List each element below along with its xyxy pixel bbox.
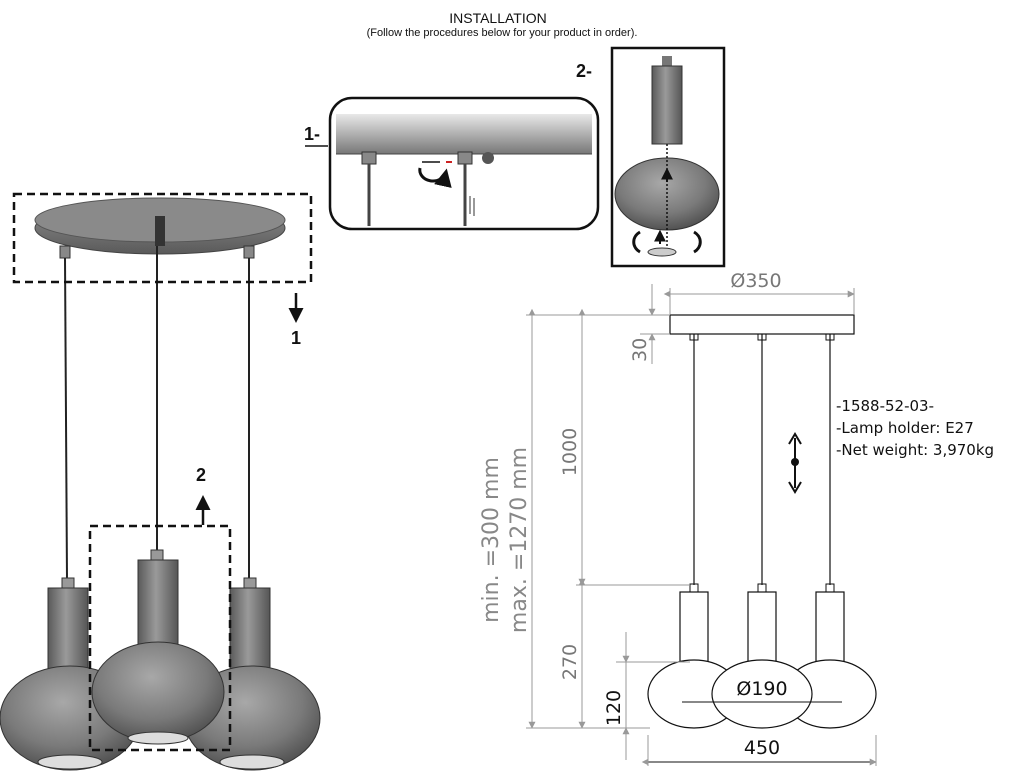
step2-detail xyxy=(610,46,726,268)
spec-lamp-holder: -Lamp holder: E27 xyxy=(836,419,974,437)
page-title: INSTALLATION xyxy=(449,10,547,26)
height-adjust-icon xyxy=(788,432,802,494)
canopy-diameter-label: Ø350 xyxy=(730,270,781,292)
shade-diameter-label: Ø190 xyxy=(736,678,787,700)
cable-length-label: 1000 xyxy=(559,428,581,476)
pendant-3d-view xyxy=(0,197,321,771)
step2-label: 2- xyxy=(576,61,592,81)
shade-height-label: 120 xyxy=(603,690,625,726)
step2-marker: 2 xyxy=(196,465,206,485)
rotate-arrow-icon xyxy=(418,167,452,189)
page-subtitle: (Follow the procedures below for your pr… xyxy=(367,27,638,39)
spec-net-weight: -Net weight: 3,970kg xyxy=(836,441,994,459)
max-height-label: max. =1270 mm xyxy=(507,447,532,633)
canopy-height-label: 30 xyxy=(629,338,651,362)
step1-marker: 1 xyxy=(291,328,301,348)
min-height-label: min. =300 mm xyxy=(479,457,504,623)
step1-label: 1- xyxy=(304,124,320,144)
step2-highlight-box xyxy=(88,524,232,752)
step1-highlight-box xyxy=(12,192,313,284)
shade-total-label: 270 xyxy=(559,644,581,680)
technical-drawing: Ø190 -1588-52-03- -Lamp holder: E27 -Net… xyxy=(479,270,994,766)
total-width-label: 450 xyxy=(744,737,780,759)
step1-detail xyxy=(328,96,600,231)
spec-code: -1588-52-03- xyxy=(836,397,934,415)
